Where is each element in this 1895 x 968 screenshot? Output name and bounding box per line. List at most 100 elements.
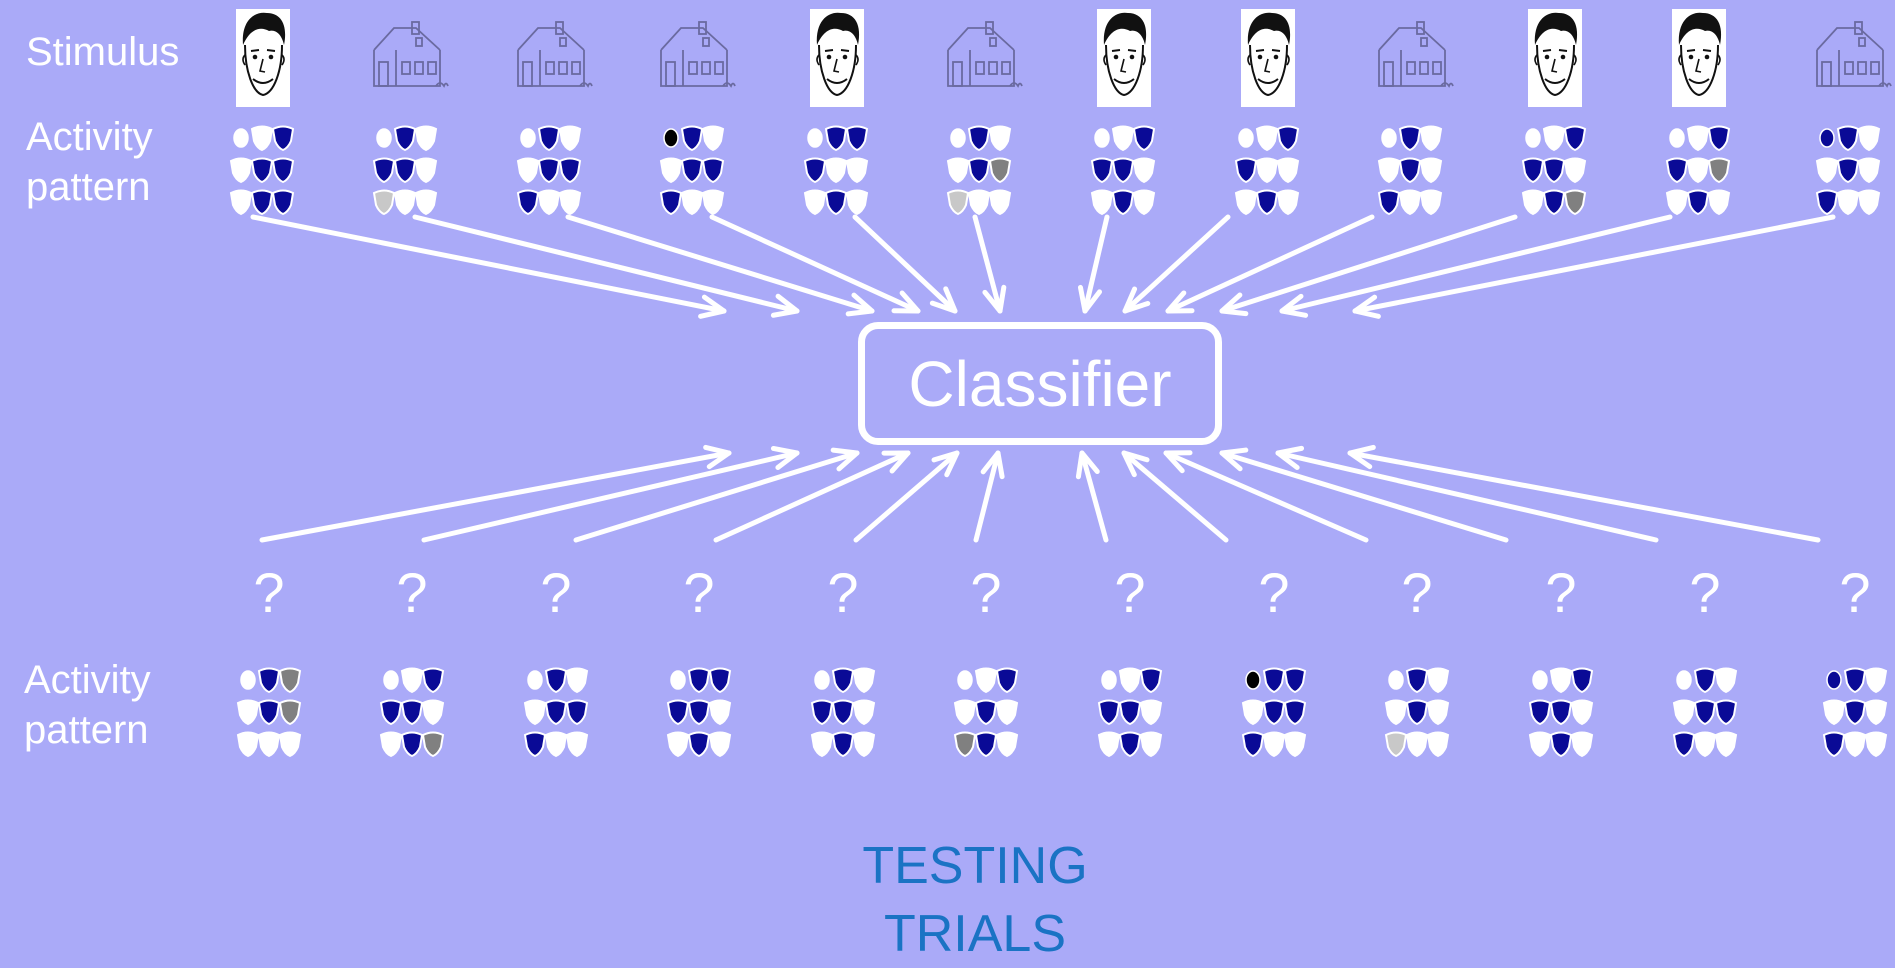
house-stimulus-icon — [1378, 21, 1454, 88]
mouth — [252, 78, 274, 84]
testing-activity-pattern — [379, 667, 445, 758]
window — [401, 61, 411, 75]
activity-unit — [1276, 189, 1300, 216]
activity-unit — [544, 731, 568, 758]
activity-label-line2: pattern — [26, 165, 151, 209]
activity-unit — [659, 157, 683, 184]
activity-unit — [1857, 189, 1881, 216]
eye — [1273, 54, 1279, 60]
testing-activity-pattern — [1672, 667, 1738, 758]
attic-window — [1420, 37, 1428, 47]
eye — [826, 54, 832, 60]
face-stimulus-icon — [1528, 9, 1582, 107]
arrow-head — [1219, 447, 1249, 472]
activity-unit — [1132, 125, 1156, 152]
activity-unit — [1090, 157, 1114, 184]
activity-unit — [1255, 189, 1279, 216]
arrow-shaft — [1163, 450, 1369, 543]
testing-trials-title: TESTING TRIALS — [760, 832, 1190, 968]
testing-activity-pattern — [1097, 667, 1163, 758]
activity-unit — [1521, 157, 1545, 184]
hair — [1247, 12, 1291, 45]
activity-pattern-label-testing: Activity pattern — [24, 655, 151, 755]
training-activity-pattern — [1815, 125, 1881, 216]
face-outline — [1249, 44, 1288, 97]
face-stimulus-icon — [236, 9, 290, 107]
activity-unit — [1686, 189, 1710, 216]
activity-unit — [236, 731, 260, 758]
activity-unit — [1097, 699, 1121, 726]
attic-window — [415, 37, 423, 47]
activity-unit — [1707, 157, 1731, 184]
activity-unit — [708, 699, 732, 726]
activity-unit — [1398, 189, 1422, 216]
activity-unit — [393, 189, 417, 216]
activity-unit — [1132, 157, 1156, 184]
face-outline — [244, 44, 283, 97]
activity-unit — [1836, 125, 1860, 152]
activity-unit — [663, 128, 679, 148]
eye — [842, 54, 848, 60]
arrow-head — [770, 445, 800, 471]
activity-unit — [1714, 667, 1738, 694]
activity-unit — [271, 125, 295, 152]
activity-unit — [687, 667, 711, 694]
arrow-shaft — [1275, 450, 1659, 543]
testing-activity-pattern — [1528, 667, 1594, 758]
window — [1432, 61, 1442, 75]
mouth — [1544, 78, 1566, 84]
arrow-shaft — [1279, 214, 1673, 314]
activity-unit — [1542, 189, 1566, 216]
activity-unit — [708, 731, 732, 758]
door — [1383, 61, 1394, 87]
activity-unit — [414, 157, 438, 184]
activity-unit — [537, 157, 561, 184]
arrow-shaft — [853, 450, 960, 543]
activity-unit — [1118, 731, 1142, 758]
activity-unit — [1384, 699, 1408, 726]
training-arrow — [565, 214, 875, 317]
arrow-shaft — [713, 450, 911, 543]
arrow-head — [830, 447, 860, 472]
eye — [1544, 54, 1550, 60]
arrow-head — [891, 290, 921, 314]
window — [988, 61, 998, 75]
roof — [373, 27, 441, 51]
testing-arrow — [1347, 444, 1821, 543]
activity-unit — [400, 667, 424, 694]
activity-unit — [544, 699, 568, 726]
activity-unit — [523, 731, 547, 758]
activity-unit — [1111, 189, 1135, 216]
activity-pattern-label-training: Activity pattern — [26, 112, 153, 212]
testing-arrow — [421, 445, 800, 543]
ears — [1103, 54, 1146, 66]
activity-unit — [1857, 157, 1881, 184]
activity-unit — [1549, 699, 1573, 726]
unknown-label-question-mark: ? — [540, 561, 571, 624]
training-activity-pattern — [659, 125, 725, 216]
activity-unit — [845, 125, 869, 152]
activity-unit — [1241, 731, 1265, 758]
arrow-head — [1219, 292, 1249, 317]
activity-unit — [824, 157, 848, 184]
activity-unit — [1714, 699, 1738, 726]
title-line2: TRIALS — [883, 905, 1067, 963]
activity-unit — [1139, 731, 1163, 758]
activity-unit — [1405, 731, 1429, 758]
activity-unit — [1521, 189, 1545, 216]
arrow-shaft — [1079, 450, 1109, 543]
testing-activity-pattern — [236, 667, 302, 758]
activity-unit — [1283, 699, 1307, 726]
training-activity-pattern — [1090, 125, 1156, 216]
activity-unit — [680, 189, 704, 216]
title-line1: TESTING — [862, 837, 1088, 895]
training-arrow — [709, 214, 921, 314]
nose — [833, 58, 840, 73]
activity-unit — [852, 731, 876, 758]
testing-arrow — [713, 450, 911, 543]
activity-unit — [1094, 128, 1110, 148]
activity-unit — [946, 157, 970, 184]
activity-unit — [831, 699, 855, 726]
activity-unit — [527, 670, 543, 690]
